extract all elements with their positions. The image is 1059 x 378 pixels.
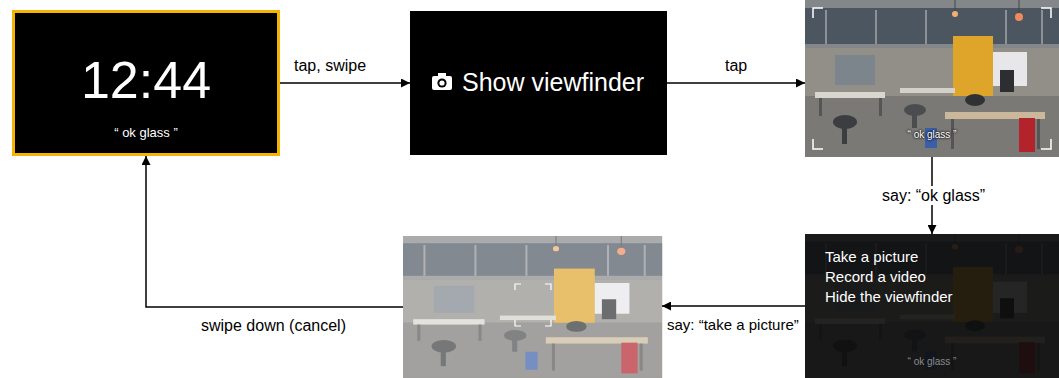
flow-arrow bbox=[280, 82, 410, 84]
captured-photo-screen bbox=[403, 236, 662, 378]
edge-label: say: “take a picture” bbox=[664, 316, 802, 334]
home-screen: 12:44 “ ok glass ” bbox=[12, 10, 280, 156]
flow-arrow bbox=[662, 305, 805, 307]
voice-command: Take a picture bbox=[825, 248, 918, 265]
voice-hint: “ ok glass ” bbox=[15, 126, 277, 141]
flow-arrow bbox=[146, 156, 403, 307]
viewfinder-screen: “ ok glass ” bbox=[805, 0, 1059, 157]
voice-menu-screen: Take a pictureRecord a videoHide the vie… bbox=[805, 234, 1059, 378]
menu-card: Show viewfinder bbox=[410, 11, 667, 155]
voice-hint: “ ok glass ” bbox=[805, 356, 1059, 368]
edge-label: tap, swipe bbox=[291, 56, 369, 75]
voice-hint: “ ok glass ” bbox=[805, 129, 1059, 141]
flow-arrow bbox=[667, 82, 805, 84]
voice-command: Hide the viewfinder bbox=[825, 288, 953, 305]
edge-label: tap bbox=[722, 56, 750, 75]
edge-label: say: “ok glass” bbox=[879, 186, 988, 205]
edge-label: swipe down (cancel) bbox=[198, 316, 349, 335]
voice-command: Record a video bbox=[825, 268, 926, 285]
clock-time: 12:44 bbox=[15, 51, 277, 111]
menu-item: Show viewfinder bbox=[462, 68, 644, 97]
